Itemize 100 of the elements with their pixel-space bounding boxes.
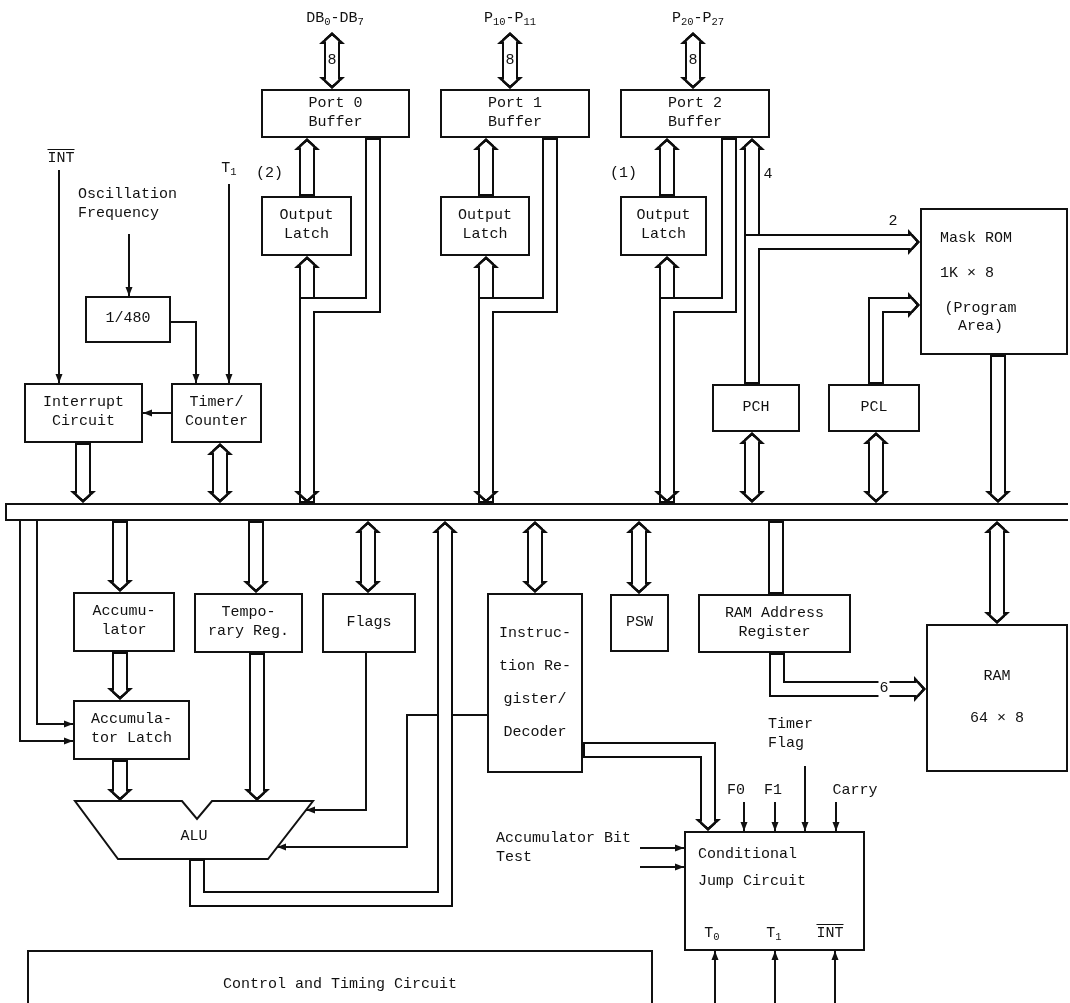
block-label: Port 2 Buffer [667,94,723,133]
register-box [610,594,669,652]
signal-label: INT [806,919,854,951]
bus-arrow [473,138,499,196]
register-box [487,593,583,773]
block-label: Interrupt Circuit [42,394,125,432]
arrow [771,950,779,1003]
signal-label: Oscillation Frequency [78,186,222,234]
bus-arrow [769,653,926,702]
bus-arrow [294,256,320,503]
arrow [801,765,809,832]
bus-arrow [497,32,523,89]
latch-box [261,196,352,256]
bus-arrow [319,32,345,89]
buffer-box [440,89,590,138]
bus-arrow [473,256,499,503]
block-label: RAM [983,667,1011,687]
memory-box [920,208,1068,355]
signal-label: F0 [721,782,751,802]
block-label: Instruc- tion Re- gister/ Decoder [498,624,572,743]
signal-label: T$_{0}$ [694,919,730,951]
bus-arrow [868,292,920,384]
latch-box [440,196,530,256]
arrow [639,863,685,871]
arrow [36,520,74,728]
arrow [740,801,748,832]
bus-arrow [654,256,680,503]
edge-label: 6 [878,680,890,698]
arrow [639,844,685,852]
alu-shape [75,801,313,859]
signal-label: Accumulator Bit Test [496,830,640,876]
note-label: (2) [256,166,283,183]
bus-arrow [654,138,680,196]
arrow [19,520,74,745]
register-box [698,594,851,653]
signal-label: P$_{20}$-P$_{27}$ [648,10,748,32]
circuit-box [27,950,653,1003]
register-box [194,593,303,653]
bus-arrow [107,652,133,700]
block-label: Output Latch [457,207,513,245]
block-label: Output Latch [635,207,692,245]
latch-box [620,196,707,256]
signal-label: T$_{1}$ [756,919,792,951]
bus-arrow [522,521,548,593]
bus-line [768,521,784,594]
arrow [125,233,133,297]
arrow [305,652,367,814]
bus-arrow [863,432,889,503]
bus-arrow [984,521,1010,624]
arrow [170,321,200,384]
signal-label: Carry [820,782,890,802]
block-label: Output Latch [278,207,335,245]
block-label: RAM Address Register [723,604,825,643]
bus-arrow [626,521,652,594]
block-label: Port 0 Buffer [307,94,364,133]
arrow [711,950,719,1003]
register-box [322,593,416,653]
signal-label: T$_{1}$ [214,160,244,184]
bus-arrow [680,32,706,89]
block-label: Port 1 Buffer [487,94,543,133]
signal-label: P$_{10}$-P$_{11}$ [460,10,560,32]
bus-arrow [107,760,133,801]
buffer-box [261,89,410,138]
block-label: Flags [346,613,392,633]
register-box [73,592,175,652]
block-label: PSW [626,613,653,633]
bus-arrow [189,521,458,907]
arrow [55,169,63,384]
circuit-box [171,383,262,443]
block-label: 1K × 8 [940,264,994,284]
bus-arrow [243,521,269,593]
block-label: 64 × 8 [970,709,1024,729]
block-label: ALU [180,827,208,847]
edge-label: 8 [326,52,338,70]
register-box [712,384,800,432]
arrow [831,950,839,1003]
arrow [142,409,172,417]
arrow [832,801,840,832]
edge-label: 8 [687,52,699,70]
block-label: Timer/ Counter [184,394,249,432]
memory-box [926,624,1068,772]
circuit-box [684,831,865,951]
block-label: PCH [742,398,770,418]
bus-arrow [583,742,721,831]
bus-arrow [294,138,320,196]
data-bus [5,503,1068,521]
block-label: Mask ROM [940,230,1012,249]
block-label: Conditional Jump Circuit [698,845,808,892]
bus-arrow [985,355,1011,503]
bus-arrow [107,521,133,592]
buffer-box [620,89,770,138]
bus-arrow [244,653,270,801]
block-label: (Program Area) [943,299,1018,337]
note-label: (1) [610,166,637,183]
signal-label: Timer Flag [768,716,842,766]
block-label: PCL [860,398,888,418]
block-label: 1/480 [105,310,151,329]
block-label: Control and Timing Circuit [222,976,457,995]
arrow [771,801,779,832]
block-label: Accumu- lator [91,603,157,641]
